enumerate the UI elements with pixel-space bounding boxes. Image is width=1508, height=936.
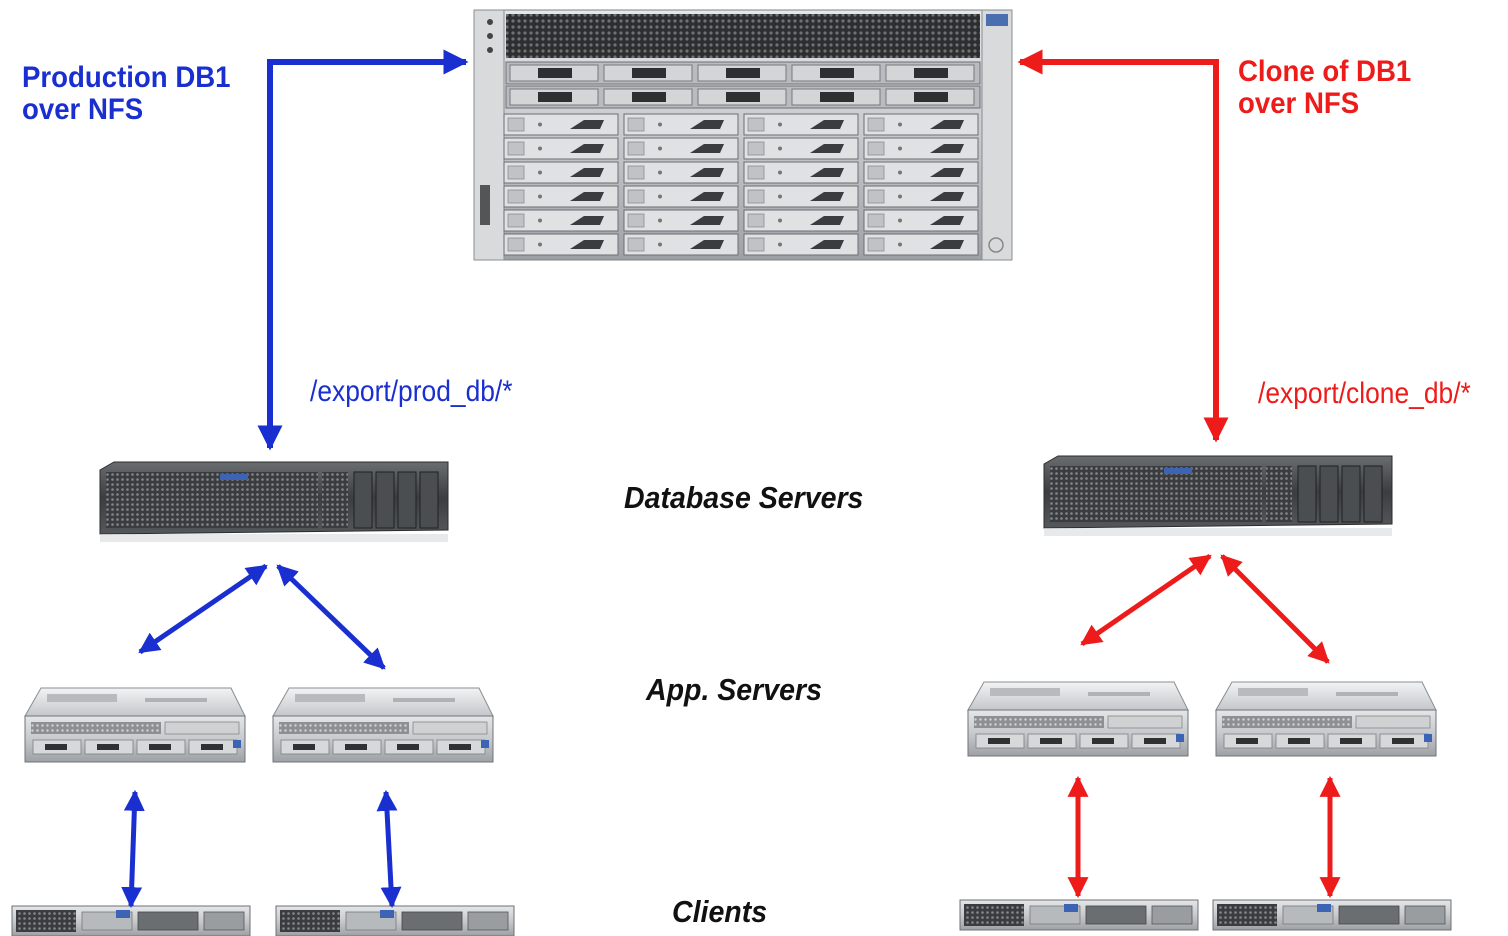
client-server-icon <box>11 905 251 936</box>
clone-nfs-link <box>1017 49 1229 443</box>
tier-label-app-servers: App. Servers <box>646 672 822 707</box>
client-server-icon <box>275 905 515 936</box>
database-server-icon <box>1043 455 1393 536</box>
app-server-icon <box>272 687 494 763</box>
tier-label-database-servers: Database Servers <box>624 480 864 515</box>
clone-export-path: /export/clone_db/* <box>1258 377 1471 410</box>
clone-db-title-line1: Clone of DB1 <box>1238 55 1412 88</box>
production-db-title-line2: over NFS <box>22 92 144 126</box>
app-server-icon <box>1215 681 1437 757</box>
clone-app-to-client-links <box>1067 775 1341 899</box>
app-server-icon <box>967 681 1189 757</box>
client-server-icon <box>1212 899 1452 931</box>
production-app-to-client-links <box>121 789 402 909</box>
storage-array-icon <box>473 9 1013 261</box>
production-nfs-link <box>257 49 469 451</box>
client-server-icon <box>959 899 1199 931</box>
tier-label-clients: Clients <box>672 894 768 929</box>
clone-db-title: Clone of DB1 over NFS <box>1238 56 1411 119</box>
clone-db-to-app-links <box>1080 553 1330 664</box>
database-server-icon <box>99 461 449 542</box>
production-export-path: /export/prod_db/* <box>310 375 513 408</box>
production-db-title-line1: Production DB1 <box>22 61 231 94</box>
production-db-title: Production DB1 over NFS <box>22 62 231 125</box>
clone-db-title-line2: over NFS <box>1238 86 1360 120</box>
app-server-icon <box>24 687 246 763</box>
production-db-to-app-links <box>138 563 386 670</box>
